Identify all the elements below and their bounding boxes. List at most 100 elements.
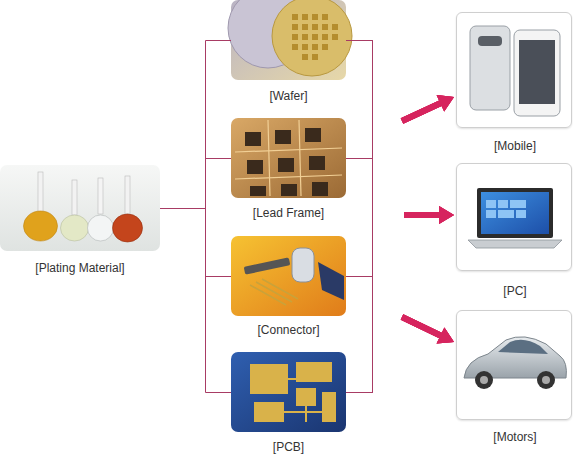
bracket-line [346,216,373,277]
flask-neck [98,178,103,214]
wheel [537,371,555,389]
gold-pad [296,362,332,382]
photo-backdrop [231,236,346,316]
connector [346,314,454,392]
node-caption: [Lead Frame] [191,206,386,220]
camera [478,36,502,46]
connector-strip [244,257,291,274]
bracket-line [346,41,373,216]
arrow [404,206,454,224]
product-box: [Mobile] [456,12,572,128]
arrow [401,95,454,124]
bracket-line [346,41,373,318]
die-grid [292,14,338,60]
flask-neck [72,180,77,215]
connector [346,95,454,276]
connector [346,95,454,392]
phone-front [514,30,560,116]
pc-photo [468,188,562,248]
connector [160,209,231,277]
plating-photo [0,165,160,251]
tiles [486,200,526,218]
arrow [404,206,454,224]
node-caption: [PC] [417,284,573,298]
node-caption: [Wafer] [191,89,386,103]
car-body [464,337,566,378]
material-box: [Wafer] [231,0,346,80]
node-caption: [Motors] [417,430,573,444]
arrow [401,95,454,124]
flask-bulb [88,215,114,241]
connector [346,95,454,158]
motors-photo [464,337,566,389]
hub [542,376,550,384]
chip-pads [245,128,328,196]
material-box: [Connector] [231,236,346,316]
mobile-photo [470,26,560,116]
flask-neck [38,172,43,212]
material-box: [PCB] [231,352,346,432]
bracket-line [346,41,373,122]
cable [318,262,344,300]
connector [346,206,454,393]
connector [346,159,454,225]
bracket-line [346,122,373,393]
bracket-line [346,318,373,393]
pins [250,279,298,305]
phone-screen [519,40,555,104]
connector-plug [292,248,314,282]
bracket-line [160,159,231,209]
connector [346,206,454,277]
bracket-line [160,41,231,209]
photo-backdrop [231,118,346,198]
bracket-line [160,209,231,277]
connector [346,41,454,344]
wheel [475,371,493,389]
wafer-disc [272,0,352,76]
arrow [401,314,454,343]
arrow [401,95,454,124]
car-window [498,340,548,354]
gold-pad [250,364,288,394]
photo-backdrop [231,352,346,432]
bracket-line [346,159,373,318]
arrow [401,95,454,124]
arrow [404,206,454,224]
wafer-photo [228,0,352,80]
bracket-line [346,277,373,318]
node-caption: [PCB] [191,440,386,454]
connector [346,277,454,344]
bracket-line [346,216,373,393]
flask-bulb [61,215,89,241]
flask-bulb [113,214,143,242]
connector-photo [231,236,346,316]
connector [160,159,231,209]
material-box: [Lead Frame] [231,118,346,198]
connector [346,41,454,124]
bracket-line [160,209,231,393]
arrow [401,314,454,343]
connector [346,159,454,344]
bracket-line [346,122,373,159]
product-box: [Motors] [456,310,572,420]
laptop-lid [477,188,553,238]
connector [160,41,231,209]
bracket-line [346,122,373,277]
flask-neck [125,176,130,214]
gold-pad [296,388,316,406]
node-caption: [Connector] [191,323,386,337]
hub [480,376,488,384]
lead-frame-photo [231,118,346,198]
material-box: [Plating Material] [0,165,160,251]
gold-pad [322,392,336,422]
connector [160,209,231,393]
laptop-base [468,240,562,248]
product-box: [PC] [456,163,572,271]
arrow [401,314,454,343]
arrow [404,206,454,224]
photo-backdrop [0,165,160,251]
lead-lines [235,120,342,196]
